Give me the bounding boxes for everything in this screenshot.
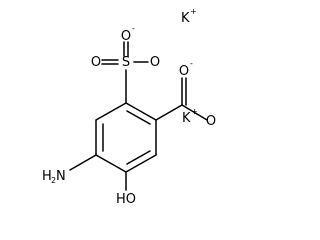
sulfonate-oxygen-right: O: [150, 55, 160, 70]
amino-subscript: 2: [51, 176, 56, 185]
amino-hydrogen: H: [42, 169, 52, 184]
ring-to-carbon-bond: [155, 104, 183, 121]
amino-nitrogen: N: [56, 169, 66, 184]
chemical-structure: S O - O O O - O HO H 2 N K + K +: [42, 7, 216, 207]
ring-double-inner-bottom: [126, 150, 151, 165]
sulfonate-bonds: [101, 41, 149, 104]
carboxylate-bonds: [155, 77, 208, 121]
substituent-bonds: [69, 154, 127, 191]
potassium-1-charge: +: [190, 7, 197, 16]
carbon-o-single-bond: [181, 104, 208, 121]
potassium-2-charge: +: [191, 107, 198, 116]
ring-bond-top-right: [125, 102, 157, 121]
ring-to-amino-bond: [69, 154, 97, 171]
potassium-ion-1: K: [181, 11, 190, 26]
sulfonate-oxygen-left: O: [91, 55, 101, 70]
potassium-ion-2: K: [182, 111, 191, 126]
benzene-ring: [95, 102, 157, 173]
carboxylate-oxygen-double: O: [206, 114, 216, 129]
carboxylate-negative-charge: -: [190, 59, 193, 68]
ring-bond-bottom-right: [125, 154, 157, 173]
carboxylate-oxygen-single: O: [179, 64, 189, 79]
ring-bond-bottom-left: [95, 154, 127, 173]
sulfonate-negative-charge: -: [132, 24, 135, 33]
ring-double-inner-top: [126, 110, 151, 125]
hydroxyl-group: HO: [116, 192, 136, 207]
ring-bond-top-left: [95, 102, 127, 121]
sulfonate-oxygen-top: O: [121, 29, 131, 44]
sulfur-atom: S: [122, 55, 130, 70]
